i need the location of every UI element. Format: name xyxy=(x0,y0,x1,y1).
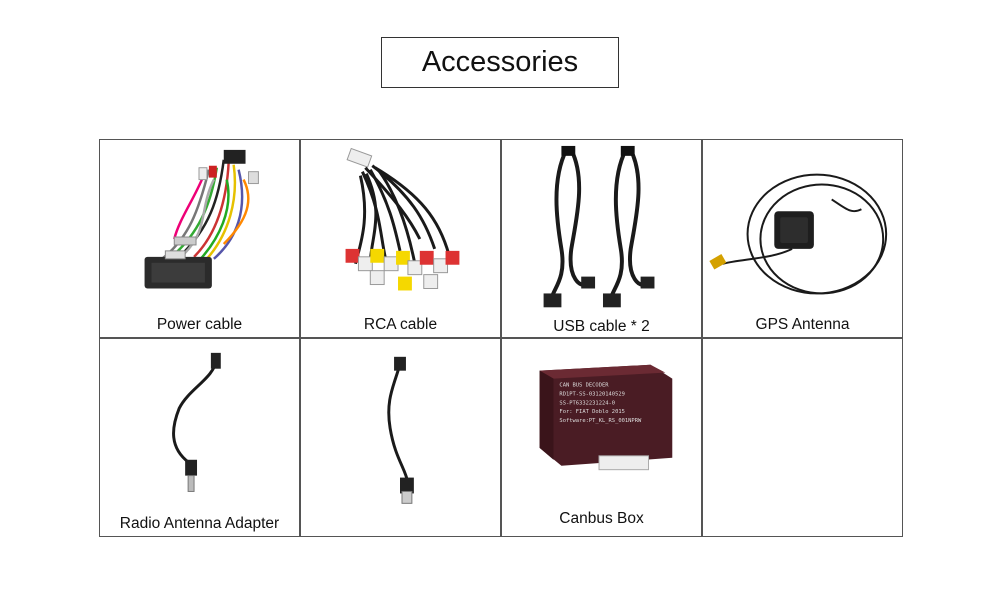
accessory-label: Power cable xyxy=(156,316,243,333)
accessory-card-radio-antenna-adapter: Radio Antenna Adapter xyxy=(99,338,300,537)
svg-text:For: FIAT Doblo 2015: For: FIAT Doblo 2015 xyxy=(559,409,624,415)
accessory-label: Canbus Box xyxy=(559,510,644,527)
gps-antenna-image xyxy=(709,173,888,295)
accessory-label: USB cable * 2 xyxy=(553,318,650,335)
accessory-card-rca-cable: RCA cable xyxy=(300,139,501,338)
svg-text:Software:PT_KL_RS_001NPRW: Software:PT_KL_RS_001NPRW xyxy=(559,418,642,424)
svg-text:CAN BUS DECODER: CAN BUS DECODER xyxy=(559,383,609,389)
wiring-harness-image xyxy=(144,149,259,289)
accessory-card-usb-cable: USB cable * 2 xyxy=(501,139,702,338)
accessory-label: Radio Antenna Adapter xyxy=(119,515,280,532)
accessory-card-power-cable: Power cable xyxy=(99,139,300,338)
accessory-card-canbus-box: CAN BUS DECODER RD1PT-SS-03120140529 SS-… xyxy=(501,338,702,537)
accessory-card-gps-antenna: GPS Antenna xyxy=(702,139,903,338)
usb-cable-image xyxy=(543,145,655,308)
svg-text:RD1PT-SS-03120140529: RD1PT-SS-03120140529 xyxy=(559,391,624,397)
accessories-grid: Power cable xyxy=(99,139,903,537)
accessory-label: RCA cable xyxy=(363,316,438,333)
accessory-card-empty xyxy=(702,338,903,537)
svg-text:SS-PT6332231224-0: SS-PT6332231224-0 xyxy=(559,400,615,406)
canbus-box-image: CAN BUS DECODER RD1PT-SS-03120140529 SS-… xyxy=(539,364,673,471)
accessory-card-usb-adapter xyxy=(300,338,501,537)
page-title: Accessories xyxy=(381,37,619,88)
rca-cable-image xyxy=(345,147,460,291)
accessory-label: GPS Antenna xyxy=(755,316,850,333)
radio-antenna-adapter-image xyxy=(172,352,221,492)
usb-adapter-cable-image xyxy=(387,356,414,504)
